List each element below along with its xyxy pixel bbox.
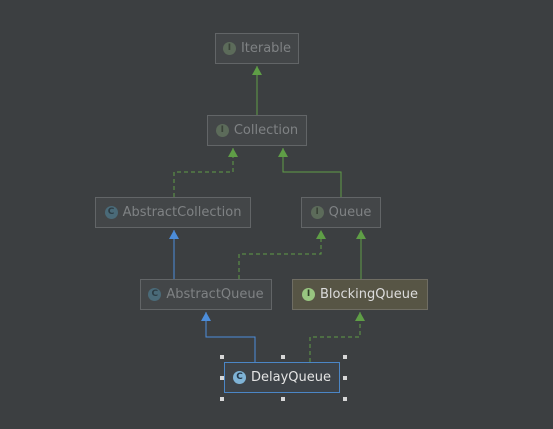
node-label: Queue [328, 205, 372, 220]
edge-abstractqueue-to-abstractcollection [169, 230, 179, 279]
node-abstract-collection[interactable]: C AbstractCollection [95, 197, 251, 228]
node-abstract-queue[interactable]: C AbstractQueue [140, 279, 272, 310]
selection-handle[interactable] [281, 355, 285, 359]
interface-icon: I [215, 124, 229, 137]
node-iterable[interactable]: I Iterable [215, 33, 299, 64]
abstract-class-icon: C [148, 288, 162, 301]
selection-handle[interactable] [343, 355, 347, 359]
node-label: DelayQueue [251, 370, 331, 385]
edge-delayqueue-to-abstractqueue [201, 312, 256, 362]
arrowhead [278, 148, 288, 157]
node-label: Iterable [240, 41, 292, 56]
arrowhead [201, 312, 211, 321]
selection-handle[interactable] [220, 376, 224, 380]
node-collection[interactable]: I Collection [207, 115, 307, 146]
arrowhead [169, 230, 179, 239]
node-label: Collection [233, 123, 299, 138]
edge-blockingqueue-to-queue [356, 230, 366, 279]
selection-handle[interactable] [343, 397, 347, 401]
interface-icon: I [222, 42, 236, 55]
node-label: AbstractCollection [122, 205, 242, 220]
class-icon: C [233, 371, 246, 384]
arrowhead [316, 230, 326, 239]
node-queue[interactable]: I Queue [301, 197, 381, 228]
selection-handle[interactable] [281, 397, 285, 401]
arrowhead [252, 66, 262, 75]
abstract-class-icon: C [104, 206, 118, 219]
edge-delayqueue-to-blockingqueue [309, 312, 365, 362]
selection-handle[interactable] [220, 397, 224, 401]
selection-handle[interactable] [343, 376, 347, 380]
edge-abstractcollection-to-collection [173, 148, 238, 197]
arrowhead [356, 230, 366, 239]
selection-handle[interactable] [220, 355, 224, 359]
arrowhead [228, 148, 238, 157]
node-label: BlockingQueue [320, 287, 418, 302]
node-label: AbstractQueue [166, 287, 264, 302]
interface-icon: I [302, 288, 315, 301]
node-blocking-queue[interactable]: I BlockingQueue [292, 279, 428, 310]
interface-icon: I [310, 206, 324, 219]
edge-collection-to-iterable [252, 66, 262, 115]
arrowhead [355, 312, 365, 321]
edge-queue-to-collection [278, 148, 342, 197]
node-delay-queue[interactable]: C DelayQueue [224, 362, 340, 393]
edge-abstractqueue-to-queue [238, 230, 326, 279]
